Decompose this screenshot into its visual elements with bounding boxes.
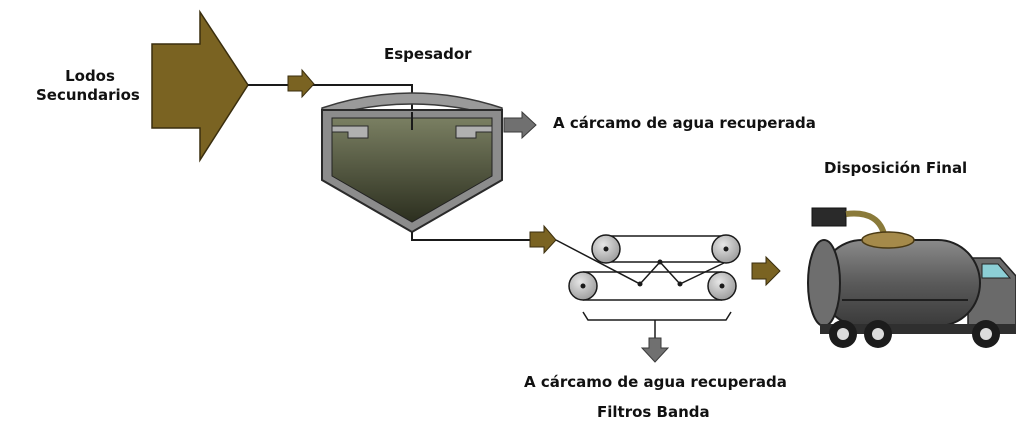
sludge-line-to-filters [411,232,530,241]
recovered-water-bottom-label: A cárcamo de agua recuperada [524,373,787,391]
tank-truck-icon [807,207,1016,348]
source-label-line2: Secundarios [36,86,140,104]
source-label-line1: Lodos [65,67,115,85]
roller-icon [591,234,621,264]
belt-filters-label: Filtros Banda [597,403,710,421]
belt-filter-press [555,234,741,340]
flow-arrow-icon [529,224,557,255]
water-arrow-bottom [640,337,670,363]
flow-arrow-icon [751,255,781,287]
source-block-arrow [151,9,249,163]
water-arrow-top [503,110,537,140]
thickener-label: Espesador [384,45,472,63]
thickener-tank [321,92,503,234]
roller-icon [707,271,737,301]
roller-icon [568,271,598,301]
final-disposal-label: Disposición Final [824,159,968,177]
roller-icon [711,234,741,264]
recovered-water-top-label: A cárcamo de agua recuperada [553,114,816,132]
flow-arrow-icon [287,68,315,99]
